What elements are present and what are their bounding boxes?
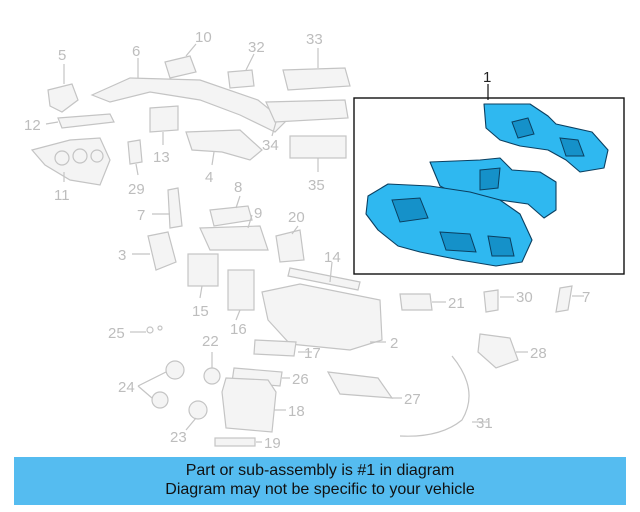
part-9-shape	[199, 225, 269, 251]
callout-label-35: 35	[308, 177, 325, 194]
part-6-shape	[90, 77, 286, 133]
callout-label-12: 12	[24, 117, 41, 134]
parts-diagram: 1 2 3 4 5 6 7 7 8 9 10 11 12 13 14 15 16…	[24, 29, 625, 452]
callout-label-1: 1	[483, 69, 491, 86]
callout-label-13: 13	[153, 149, 170, 166]
callout-label-29: 29	[128, 181, 145, 198]
part-24b-shape	[151, 391, 169, 409]
callout-label-19: 19	[264, 435, 281, 452]
callout-label-25: 25	[108, 325, 125, 342]
callout-label-18: 18	[288, 403, 305, 420]
part-7a-shape	[167, 187, 183, 229]
part-5-shape	[47, 83, 79, 113]
part-8-shape	[209, 205, 253, 227]
callout-label-8: 8	[234, 179, 242, 196]
part-27-shape	[326, 371, 394, 399]
callout-label-31: 31	[476, 415, 493, 432]
part-22-shape	[203, 367, 221, 385]
callout-label-22: 22	[202, 333, 219, 350]
part-11-shape	[30, 137, 111, 186]
part-24a-shape	[165, 360, 185, 380]
callout-label-9: 9	[254, 205, 262, 222]
part-12-shape	[57, 113, 115, 129]
part-23-shape	[188, 400, 208, 420]
callout-label-4: 4	[205, 169, 213, 186]
part-28-shape	[477, 333, 519, 369]
callout-label-20: 20	[288, 209, 305, 226]
callout-label-23: 23	[170, 429, 187, 446]
info-banner: Part or sub-assembly is #1 in diagram Di…	[14, 457, 626, 505]
callout-label-34: 34	[262, 137, 279, 154]
callout-label-5: 5	[58, 47, 66, 64]
banner-line-2: Diagram may not be specific to your vehi…	[165, 481, 475, 498]
callout-label-6: 6	[132, 43, 140, 60]
callout-label-30: 30	[516, 289, 533, 306]
part-15-shape	[187, 253, 219, 287]
part-14-shape	[287, 267, 361, 291]
callout-label-14: 14	[324, 249, 341, 266]
callout-label-21: 21	[448, 295, 465, 312]
callout-label-7a: 7	[137, 207, 145, 224]
part-34-shape	[265, 99, 349, 123]
callout-label-10: 10	[195, 29, 212, 46]
part-19-shape	[214, 437, 256, 447]
part-13-shape	[149, 105, 179, 133]
callout-label-27: 27	[404, 391, 421, 408]
part-30-shape	[483, 289, 499, 313]
part-10-shape	[164, 55, 197, 79]
part-17-shape	[253, 339, 297, 357]
part-20-shape	[275, 229, 305, 263]
callout-label-7b: 7	[582, 289, 590, 306]
callout-label-32: 32	[248, 39, 265, 56]
part-4-shape	[185, 129, 263, 161]
part-35-shape	[289, 135, 347, 159]
callout-label-33: 33	[306, 31, 323, 48]
part-33-shape	[282, 67, 351, 91]
part-18-shape	[221, 377, 277, 433]
callout-label-16: 16	[230, 321, 247, 338]
banner-line-1: Part or sub-assembly is #1 in diagram	[185, 462, 455, 479]
part-2-shape	[261, 283, 383, 351]
callout-label-26: 26	[292, 371, 309, 388]
part-32-shape	[227, 69, 255, 89]
part-7b-shape	[555, 285, 573, 313]
callout-label-28: 28	[530, 345, 547, 362]
part-31-shape	[399, 355, 470, 437]
part-21-shape	[399, 293, 433, 311]
part-29-shape	[127, 139, 143, 165]
part-3-shape	[147, 231, 177, 271]
callout-label-3: 3	[118, 247, 126, 264]
callout-label-24: 24	[118, 379, 135, 396]
callout-label-17: 17	[304, 345, 321, 362]
callout-label-15: 15	[192, 303, 209, 320]
callout-label-11: 11	[54, 187, 70, 204]
part-16-shape	[227, 269, 255, 311]
callout-label-2: 2	[390, 335, 398, 352]
